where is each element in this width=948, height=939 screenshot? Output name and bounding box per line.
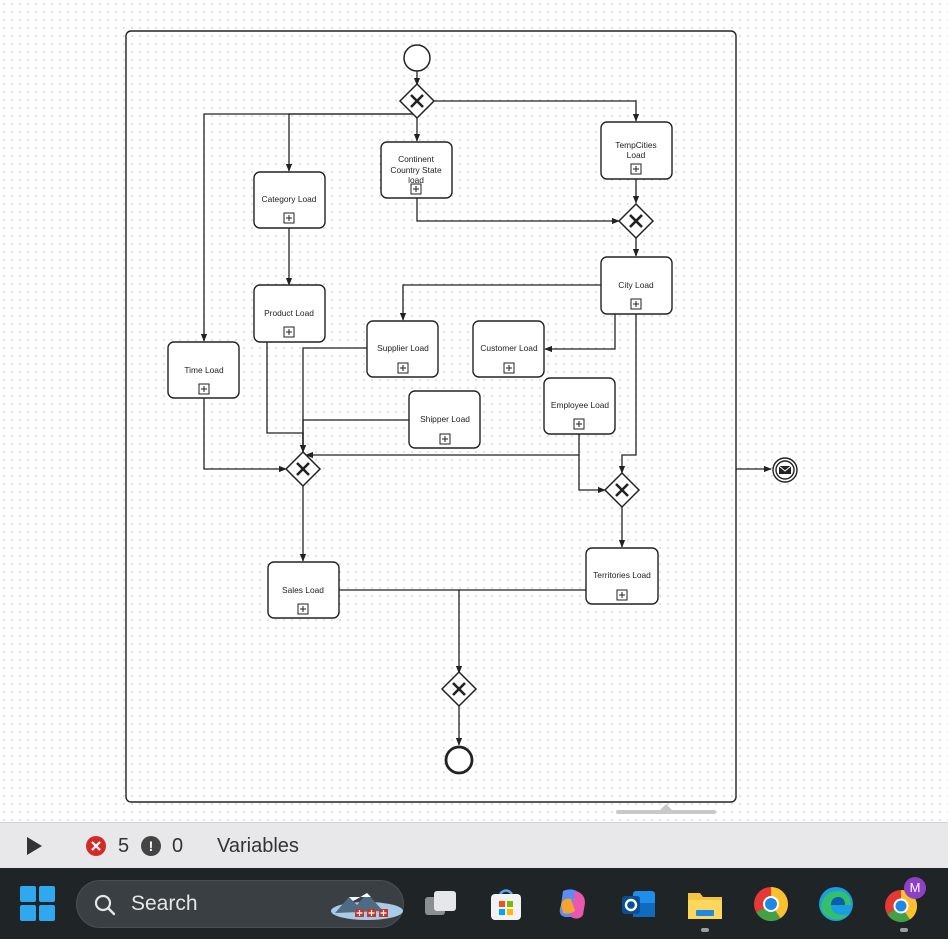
subprocess-container[interactable] <box>125 30 737 803</box>
task-label: Territories Load <box>593 570 651 580</box>
task-tempcities-load[interactable]: TempCities Load <box>600 121 673 180</box>
subprocess-marker-icon <box>283 326 295 338</box>
search-label: Search <box>131 892 198 915</box>
task-sales-load[interactable]: Sales Load <box>267 561 340 619</box>
taskbar: Search <box>0 868 948 939</box>
running-indicator <box>900 928 908 932</box>
task-label: Customer Load <box>480 343 538 353</box>
task-shipper-load[interactable]: Shipper Load <box>408 390 481 449</box>
task-supplier-load[interactable]: Supplier Load <box>366 320 439 378</box>
microsoft-store-icon[interactable] <box>487 885 525 923</box>
task-label: Sales Load <box>282 585 324 595</box>
task-time-load[interactable]: Time Load <box>167 341 240 399</box>
file-explorer-icon[interactable] <box>686 885 724 923</box>
start-button[interactable] <box>20 886 56 922</box>
task-label: City Load <box>618 280 654 290</box>
subprocess-marker-icon <box>630 163 642 175</box>
warning-icon[interactable]: ! <box>141 836 161 856</box>
exclusive-gateway[interactable] <box>617 202 655 240</box>
warning-count[interactable]: 0 <box>172 835 184 857</box>
task-label: Category Load <box>262 194 317 204</box>
exclusive-gateway[interactable] <box>284 450 322 488</box>
task-city-load[interactable]: City Load <box>600 256 673 315</box>
running-indicator <box>701 928 709 932</box>
task-label: Shipper Load <box>420 414 470 424</box>
task-territories-load[interactable]: Territories Load <box>585 547 659 605</box>
edge-icon[interactable] <box>817 885 855 923</box>
diagram-canvas[interactable]: Category Load Continent Country State lo… <box>0 0 948 822</box>
task-label: load <box>408 175 424 185</box>
task-product-load[interactable]: Product Load <box>253 284 326 343</box>
subprocess-marker-icon <box>503 362 515 374</box>
subprocess-marker-icon <box>616 589 628 601</box>
task-category-load[interactable]: Category Load <box>253 171 326 229</box>
outlook-icon[interactable] <box>619 885 657 923</box>
error-count[interactable]: 5 <box>118 835 130 857</box>
subprocess-marker-icon <box>297 603 309 615</box>
variables-button[interactable]: Variables <box>217 835 299 857</box>
envelope-icon <box>779 466 791 474</box>
task-label: Continent <box>398 154 435 164</box>
task-label: Product Load <box>264 308 314 318</box>
end-event[interactable] <box>444 745 474 775</box>
message-end-event[interactable] <box>772 457 798 483</box>
status-bar: 5 ! 0 Variables <box>0 822 948 868</box>
task-label: Time Load <box>184 365 224 375</box>
subprocess-marker-icon <box>198 383 210 395</box>
play-icon <box>27 837 42 855</box>
start-event[interactable] <box>403 44 431 72</box>
task-employee-load[interactable]: Employee Load <box>543 377 616 435</box>
subprocess-marker-icon <box>283 212 295 224</box>
task-customer-load[interactable]: Customer Load <box>472 320 545 378</box>
exclusive-gateway[interactable] <box>440 670 478 708</box>
subprocess-marker-icon <box>397 362 409 374</box>
chrome-profile-icon[interactable]: M <box>884 877 926 923</box>
profile-badge: M <box>904 877 926 899</box>
exclusive-gateway[interactable] <box>398 82 436 120</box>
copilot-icon[interactable] <box>553 885 591 923</box>
panel-resize-handle[interactable] <box>616 804 716 814</box>
subprocess-marker-icon <box>439 433 451 445</box>
task-label: TempCities <box>615 140 656 150</box>
exclusive-gateway[interactable] <box>603 471 641 509</box>
sequence-flows <box>200 71 772 746</box>
task-continent-country-state-load[interactable]: Continent Country State load <box>380 141 453 199</box>
bpmn-diagram[interactable]: Category Load Continent Country State lo… <box>0 0 948 822</box>
subprocess-marker-icon <box>573 418 585 430</box>
search-highlight-icon <box>331 893 403 920</box>
task-label: Supplier Load <box>377 343 429 353</box>
error-icon[interactable] <box>86 836 106 856</box>
run-button[interactable] <box>22 835 46 857</box>
search-icon <box>94 894 116 916</box>
task-label: Country State <box>390 165 442 175</box>
chrome-icon[interactable] <box>752 885 790 923</box>
task-label: Load <box>627 150 646 160</box>
subprocess-marker-icon <box>630 298 642 310</box>
taskbar-search[interactable]: Search <box>76 880 404 928</box>
task-view-icon[interactable] <box>422 885 460 923</box>
profile-initial: M <box>909 880 921 895</box>
task-label: Employee Load <box>551 400 610 410</box>
